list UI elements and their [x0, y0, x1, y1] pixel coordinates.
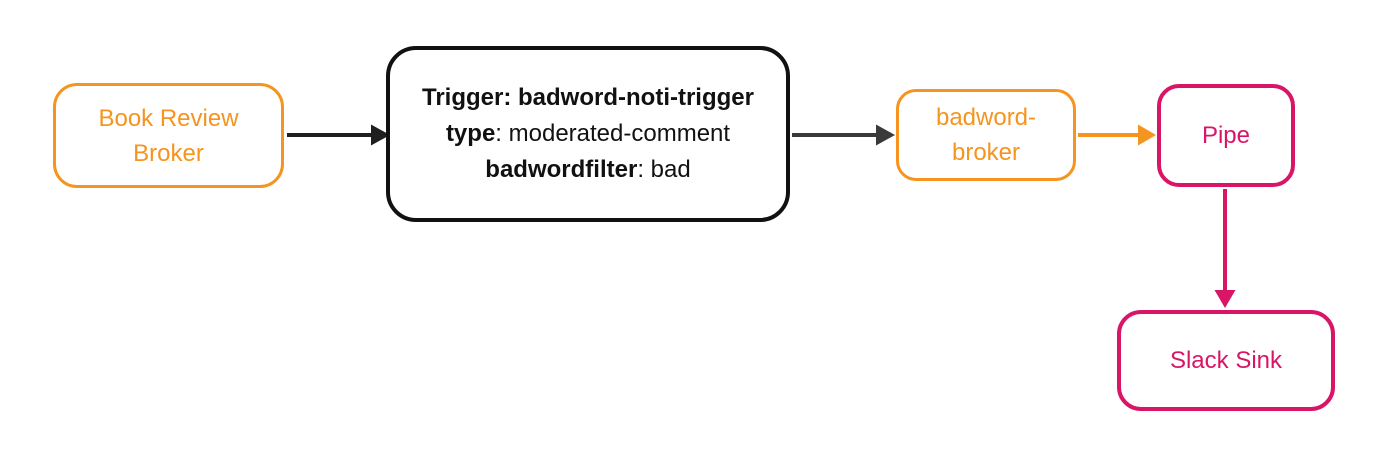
- arrowhead-icon: [876, 124, 895, 146]
- edge-trigger-to-badword-broker: [792, 124, 895, 146]
- node-pipe: Pipe: [1157, 84, 1295, 187]
- trigger-filter-key: badwordfilter: [485, 156, 638, 183]
- trigger-type-key: type: [445, 120, 496, 147]
- trigger-line-3: badwordfilter: bad: [485, 152, 690, 188]
- edge-badword-broker-to-pipe: [1078, 124, 1156, 146]
- node-trigger-card: Trigger: badword-noti-trigger type: mode…: [386, 46, 790, 222]
- trigger-type-value: : moderated-comment: [495, 120, 731, 147]
- trigger-line-1: Trigger: badword-noti-trigger: [422, 80, 754, 116]
- node-badword-broker-label: badword- broker: [935, 104, 1037, 166]
- edge-book-review-broker-to-trigger: [287, 124, 390, 146]
- arrowhead-icon: [1138, 124, 1156, 146]
- trigger-filter-value: : bad: [637, 156, 691, 183]
- node-book-review-broker: Book Review Broker: [53, 83, 284, 188]
- node-pipe-label: Pipe: [1201, 122, 1251, 149]
- arrowhead-icon: [1214, 290, 1236, 308]
- node-book-review-broker-label: Book Review Broker: [98, 104, 239, 167]
- node-badword-broker: badword- broker: [896, 89, 1076, 181]
- node-slack-sink: Slack Sink: [1117, 310, 1335, 411]
- edge-pipe-to-slack-sink: [1214, 189, 1236, 308]
- node-slack-sink-label: Slack Sink: [1169, 347, 1283, 374]
- trigger-line-2: type: moderated-comment: [446, 116, 730, 152]
- trigger-name-text: Trigger: badword-noti-trigger: [422, 84, 754, 111]
